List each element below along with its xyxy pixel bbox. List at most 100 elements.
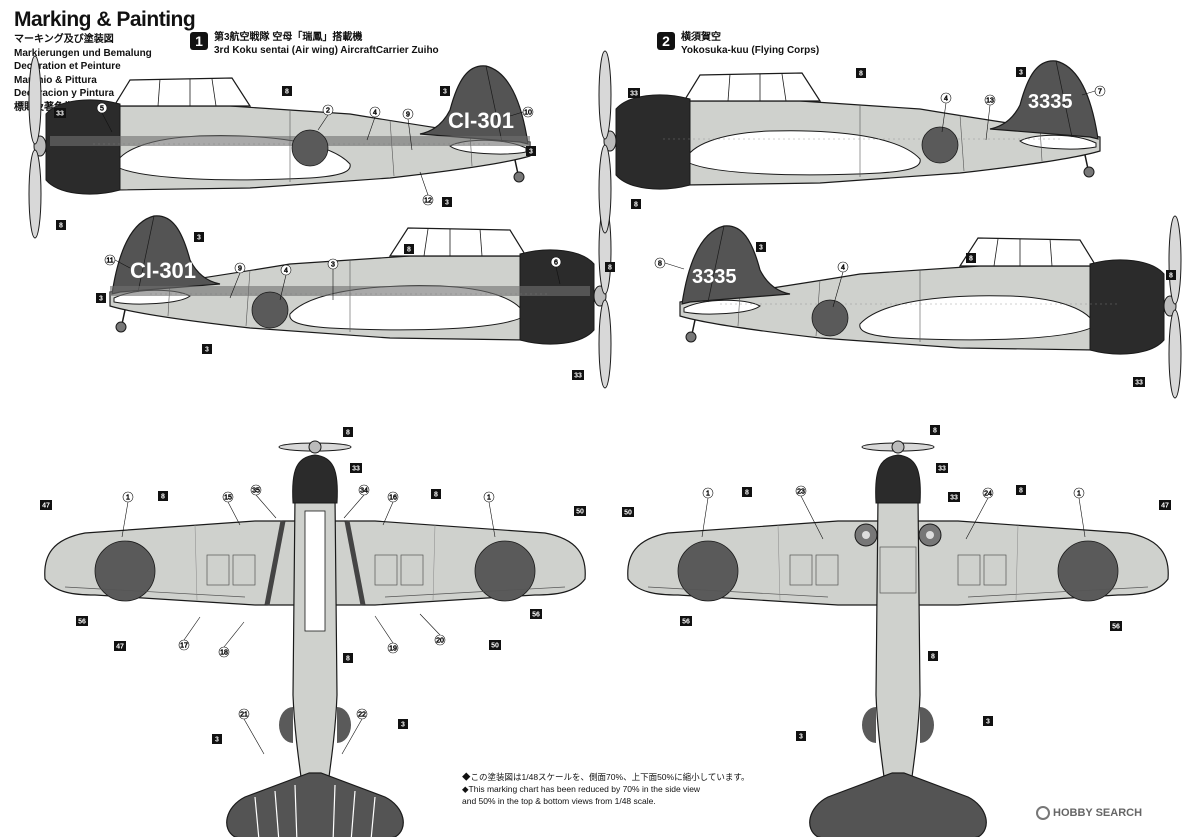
callout-box: 56 bbox=[680, 616, 692, 626]
svg-text:8: 8 bbox=[407, 247, 411, 254]
scale-note-jp: ◆この塗装図は1/48スケールを、側面70%、上下面50%に縮小しています。 bbox=[462, 772, 750, 782]
callout-circle: 19 bbox=[374, 615, 399, 654]
scheme-2-side-left bbox=[598, 50, 1101, 234]
callout-box: 8 bbox=[1166, 270, 1176, 280]
callout-circle: 1 bbox=[701, 487, 714, 538]
svg-text:50: 50 bbox=[491, 643, 499, 650]
svg-text:33: 33 bbox=[352, 466, 360, 473]
svg-text:56: 56 bbox=[682, 619, 690, 626]
svg-text:3: 3 bbox=[205, 347, 209, 354]
title-it: Marchio & Pittura bbox=[14, 74, 97, 86]
callout-box: 3 bbox=[202, 344, 212, 354]
title-jp: マーキング及び塗装図 bbox=[14, 34, 114, 45]
callout-box: 50 bbox=[574, 506, 586, 516]
scale-note-en: ◆This marking chart has been reduced by … bbox=[462, 784, 701, 794]
callout-circle: 22 bbox=[341, 708, 368, 755]
scheme-1-side-right bbox=[109, 205, 612, 389]
callout-box: 8 bbox=[56, 220, 66, 230]
callout-box: 33 bbox=[54, 108, 66, 118]
callout-box: 3 bbox=[398, 719, 408, 729]
callout-box: 3 bbox=[96, 293, 106, 303]
scheme-1-name-jp: 第3航空戦隊 空母「瑞鳳」搭載機 bbox=[214, 32, 363, 43]
svg-text:21: 21 bbox=[240, 712, 248, 719]
callout-box: 47 bbox=[114, 641, 126, 651]
page-title: Marking & Painting bbox=[14, 8, 196, 31]
callout-box: 50 bbox=[489, 640, 501, 650]
svg-text:8: 8 bbox=[434, 492, 438, 499]
svg-text:13: 13 bbox=[986, 98, 994, 105]
callout-box: 3 bbox=[1016, 67, 1026, 77]
callout-box: 3 bbox=[440, 86, 450, 96]
callout-box: 33 bbox=[572, 370, 584, 380]
svg-text:8: 8 bbox=[658, 261, 662, 268]
callout-box: 8 bbox=[930, 425, 940, 435]
scheme-2-header: 2 横須賀空 Yokosuka-kuu (Flying Corps) bbox=[657, 31, 897, 61]
svg-text:33: 33 bbox=[574, 373, 582, 380]
callout-box: 3 bbox=[796, 731, 806, 741]
svg-text:3: 3 bbox=[445, 200, 449, 207]
callout-box: 8 bbox=[966, 253, 976, 263]
svg-text:8: 8 bbox=[161, 494, 165, 501]
callout-box: 33 bbox=[628, 88, 640, 98]
scale-note: ◆この塗装図は1/48スケールを、側面70%、上下面50%に縮小しています。 ◆… bbox=[462, 771, 762, 807]
svg-text:8: 8 bbox=[285, 89, 289, 96]
callout-box: 8 bbox=[631, 199, 641, 209]
callout-box: 33 bbox=[948, 492, 960, 502]
callout-box: 8 bbox=[343, 653, 353, 663]
svg-text:23: 23 bbox=[797, 489, 805, 496]
callout-circle: 18 bbox=[218, 621, 245, 658]
callouts: 5 2 4 9 10 12 11 9 4 3 6 4 13 7 4 8 1 1 … bbox=[96, 85, 1106, 755]
callout-box: 8 bbox=[431, 489, 441, 499]
svg-text:11: 11 bbox=[106, 258, 113, 265]
svg-text:3: 3 bbox=[215, 737, 219, 744]
callout-circle: 23 bbox=[795, 485, 824, 540]
watermark-text: HOBBY SEARCH bbox=[1053, 806, 1143, 819]
title-translations: マーキング及び塗装図 Markierungen und Bemalung Dec… bbox=[14, 33, 152, 114]
svg-text:35: 35 bbox=[252, 488, 260, 495]
svg-text:3: 3 bbox=[401, 722, 405, 729]
callout-circle: 5 bbox=[96, 102, 113, 133]
svg-text:8: 8 bbox=[346, 656, 350, 663]
svg-text:8: 8 bbox=[1169, 273, 1173, 280]
callout-box: 56 bbox=[1110, 621, 1122, 631]
callout-box: 8 bbox=[158, 491, 168, 501]
callout-circle: 21 bbox=[238, 708, 265, 755]
title-cn: 標貼及著色指示 bbox=[14, 101, 84, 113]
callout-circle: 7 bbox=[1081, 85, 1106, 97]
svg-text:22: 22 bbox=[358, 712, 366, 719]
callout-circle: 10 bbox=[509, 106, 534, 118]
svg-text:4: 4 bbox=[944, 96, 948, 103]
callout-box: 47 bbox=[1159, 500, 1171, 510]
scheme-2-tail-code-a: 3335 bbox=[1028, 91, 1073, 113]
svg-text:19: 19 bbox=[389, 646, 397, 653]
svg-text:8: 8 bbox=[346, 430, 350, 437]
svg-text:5: 5 bbox=[100, 106, 104, 113]
callout-boxes: 33 8 3 3 3 8 3 3 8 8 3 33 33 8 3 8 3 8 8… bbox=[40, 67, 1176, 744]
callout-circle: 1 bbox=[1073, 487, 1086, 538]
title-fr: Decoration et Peinture bbox=[14, 61, 121, 72]
svg-text:56: 56 bbox=[532, 612, 540, 619]
svg-text:33: 33 bbox=[56, 111, 64, 118]
scheme-2-name-en: Yokosuka-kuu (Flying Corps) bbox=[681, 45, 820, 56]
svg-text:56: 56 bbox=[1112, 624, 1120, 631]
callout-circle: 17 bbox=[178, 616, 201, 651]
callout-circle: 4 bbox=[832, 261, 849, 308]
svg-text:8: 8 bbox=[745, 490, 749, 497]
svg-text:20: 20 bbox=[436, 638, 444, 645]
callout-circle: 4 bbox=[940, 92, 952, 133]
callout-circle: 13 bbox=[984, 94, 996, 141]
callout-circle: 1 bbox=[483, 491, 496, 538]
callout-box: 3 bbox=[526, 146, 536, 156]
svg-text:47: 47 bbox=[42, 503, 50, 510]
bottom-view bbox=[627, 440, 1169, 837]
svg-text:1: 1 bbox=[1077, 491, 1081, 498]
callout-box: 3 bbox=[194, 232, 204, 242]
callout-box: 8 bbox=[1016, 485, 1026, 495]
scheme-2-side-right bbox=[679, 215, 1182, 399]
svg-text:2: 2 bbox=[326, 108, 330, 115]
callout-box: 33 bbox=[1133, 377, 1145, 387]
callout-box: 8 bbox=[343, 427, 353, 437]
svg-text:8: 8 bbox=[969, 256, 973, 263]
callout-box: 47 bbox=[40, 500, 52, 510]
